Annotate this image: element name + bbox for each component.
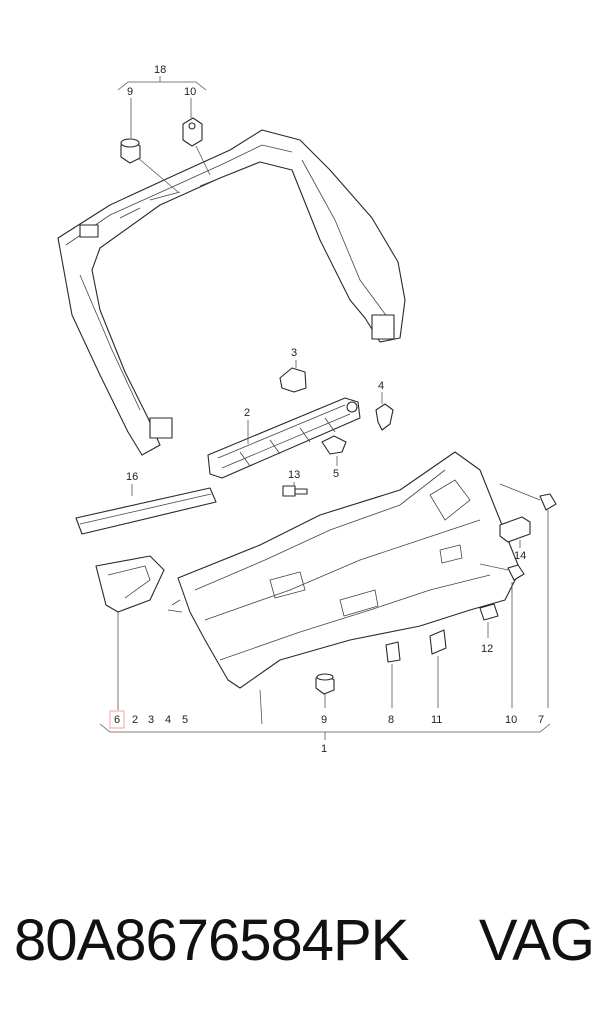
label-4: 4: [378, 380, 384, 392]
bottom-label-3: 3: [148, 714, 154, 726]
part-13-screw: 13: [282, 469, 308, 497]
main-bracket-1: 1: [99, 723, 551, 755]
part-7-clip: 7: [499, 483, 557, 726]
part-5-clip: 5: [321, 435, 347, 480]
label-9-top: 9: [127, 86, 133, 98]
part-2-grip-bar: 2: [207, 397, 361, 479]
exploded-parts-diagram: 18 9 10 3 2: [57, 64, 557, 755]
bottom-part-number-row: 6 2 3 4 5: [109, 710, 188, 729]
label-3: 3: [291, 347, 297, 359]
label-8: 8: [388, 714, 394, 726]
part-6-corner-trim: [95, 555, 165, 710]
label-16: 16: [126, 471, 138, 483]
label-18: 18: [154, 64, 166, 76]
bottom-label-4: 4: [165, 714, 171, 726]
group-bracket-18: 18: [117, 64, 207, 91]
label-10-top: 10: [184, 86, 196, 98]
part-3-holder: 3: [279, 347, 307, 393]
label-10-bottom: 10: [505, 714, 517, 726]
part-9-bushing-bottom: 9: [315, 673, 335, 726]
part-12-plug: 12: [479, 603, 499, 655]
footer-bar: 80A8676584PK VAG: [14, 900, 595, 980]
brand-name: VAG: [478, 907, 595, 973]
bottom-label-2: 2: [132, 714, 138, 726]
part-1-lower-panel: [167, 451, 521, 725]
part-10-clip-bottom: 10: [479, 563, 525, 726]
label-13: 13: [288, 469, 300, 481]
label-1: 1: [321, 743, 327, 755]
bottom-label-5: 5: [182, 714, 188, 726]
upper-frame-trim: [57, 129, 406, 456]
label-14: 14: [514, 550, 526, 562]
part-10-clip-top: 10: [182, 86, 211, 176]
label-11: 11: [431, 714, 442, 726]
part-number: 80A8676584PK: [14, 907, 409, 973]
label-12: 12: [481, 643, 493, 655]
label-5: 5: [333, 468, 339, 480]
part-4-bolt: 4: [375, 380, 394, 431]
part-9-bushing-top: 9: [120, 86, 179, 193]
part-14-cap: 14: [499, 516, 531, 562]
highlight-box-6: [109, 710, 125, 729]
part-11-cover: 11: [429, 629, 447, 726]
part-16-strip: 16: [75, 471, 217, 535]
label-9-bottom: 9: [321, 714, 327, 726]
part-8-bracket: 8: [385, 641, 401, 726]
bottom-label-6: 6: [114, 714, 120, 726]
label-7: 7: [538, 714, 544, 726]
label-2: 2: [244, 407, 250, 419]
